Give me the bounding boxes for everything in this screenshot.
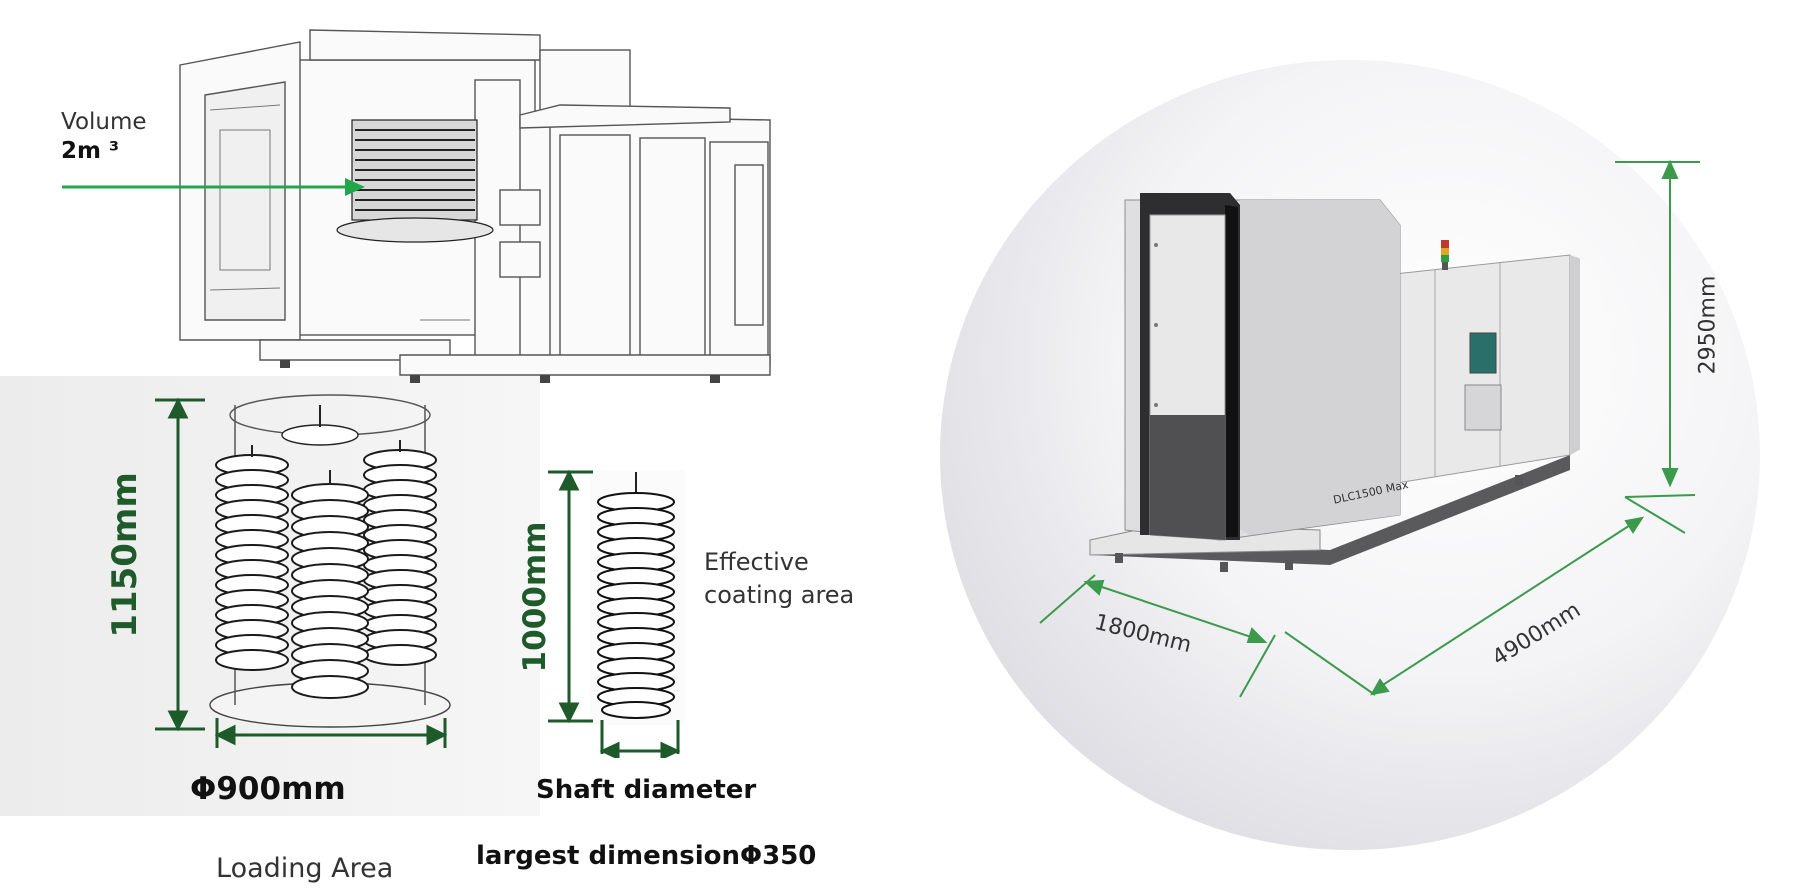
- shaft-diameter-label: Shaft diameter: [536, 775, 757, 805]
- machine-height-label: 2950mm: [1668, 276, 1748, 375]
- largest-dimension-label: largest dimensionΦ350: [476, 841, 817, 871]
- volume-arrow: [62, 178, 365, 196]
- shaft-height-label: 1000mm: [505, 522, 565, 673]
- loading-diameter-dimension: [214, 718, 448, 748]
- shaft-height-text: 1000mm: [517, 521, 553, 673]
- loading-diameter-label: Φ900mm: [190, 771, 346, 807]
- chamber-drawing: [179, 29, 771, 383]
- shaft-fixture-drawing: [590, 470, 685, 725]
- loading-fixture-drawing: [209, 394, 451, 728]
- machine-dimension-lines: [1039, 159, 1700, 698]
- volume-label: Volume: [61, 109, 147, 135]
- shaft-diameter-dimension: [599, 720, 681, 758]
- machine-render: [1089, 193, 1580, 572]
- loading-height-dimension: [155, 397, 205, 732]
- machine-height-text: 2950mm: [1695, 275, 1721, 375]
- effective-coating-line2: coating area: [704, 581, 855, 609]
- loading-area-caption: Loading Area: [216, 853, 394, 884]
- volume-value: 2m ³: [61, 138, 120, 164]
- loading-height-label: 1150mm: [95, 472, 155, 637]
- effective-coating-line1: Effective: [704, 548, 809, 576]
- loading-height-text: 1150mm: [105, 472, 145, 638]
- shaft-height-dimension: [548, 469, 593, 724]
